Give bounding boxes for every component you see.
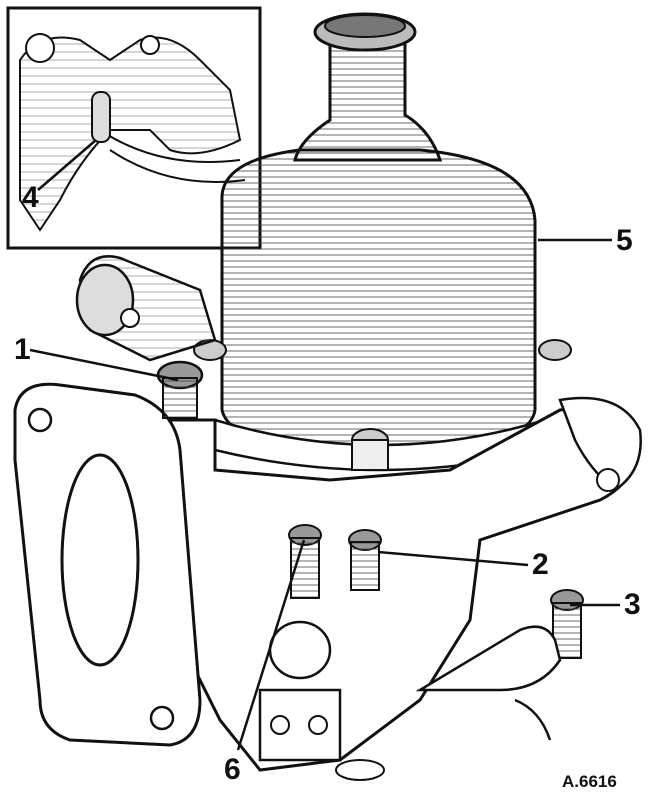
leader-line-6	[236, 539, 306, 751]
leader-line-2	[377, 550, 529, 567]
flange-bore	[60, 453, 140, 667]
suction-chamber	[213, 12, 547, 472]
callout-2: 2	[532, 548, 549, 581]
callout-6: 6	[224, 753, 241, 786]
adjusting-screw-2	[348, 529, 382, 591]
inset-detail-view	[6, 6, 262, 250]
adjusting-screw-6	[288, 524, 322, 599]
piston-damper-tube	[293, 38, 443, 162]
mounting-flange	[13, 382, 202, 747]
fuel-inlet-banjo	[75, 255, 217, 362]
callout-1: 1	[14, 333, 31, 366]
adjusting-screw-1	[156, 360, 204, 419]
callout-5: 5	[616, 224, 633, 257]
carburettor-body	[128, 339, 642, 772]
leader-line-4	[37, 139, 97, 191]
callout-4: 4	[22, 181, 39, 214]
inset-pin	[91, 91, 111, 143]
callout-3: 3	[624, 588, 641, 621]
leader-line-1	[29, 348, 179, 382]
air-intake-flange	[558, 396, 642, 492]
throttle-linkage	[258, 620, 562, 781]
figure-reference: A.6616	[562, 772, 617, 791]
